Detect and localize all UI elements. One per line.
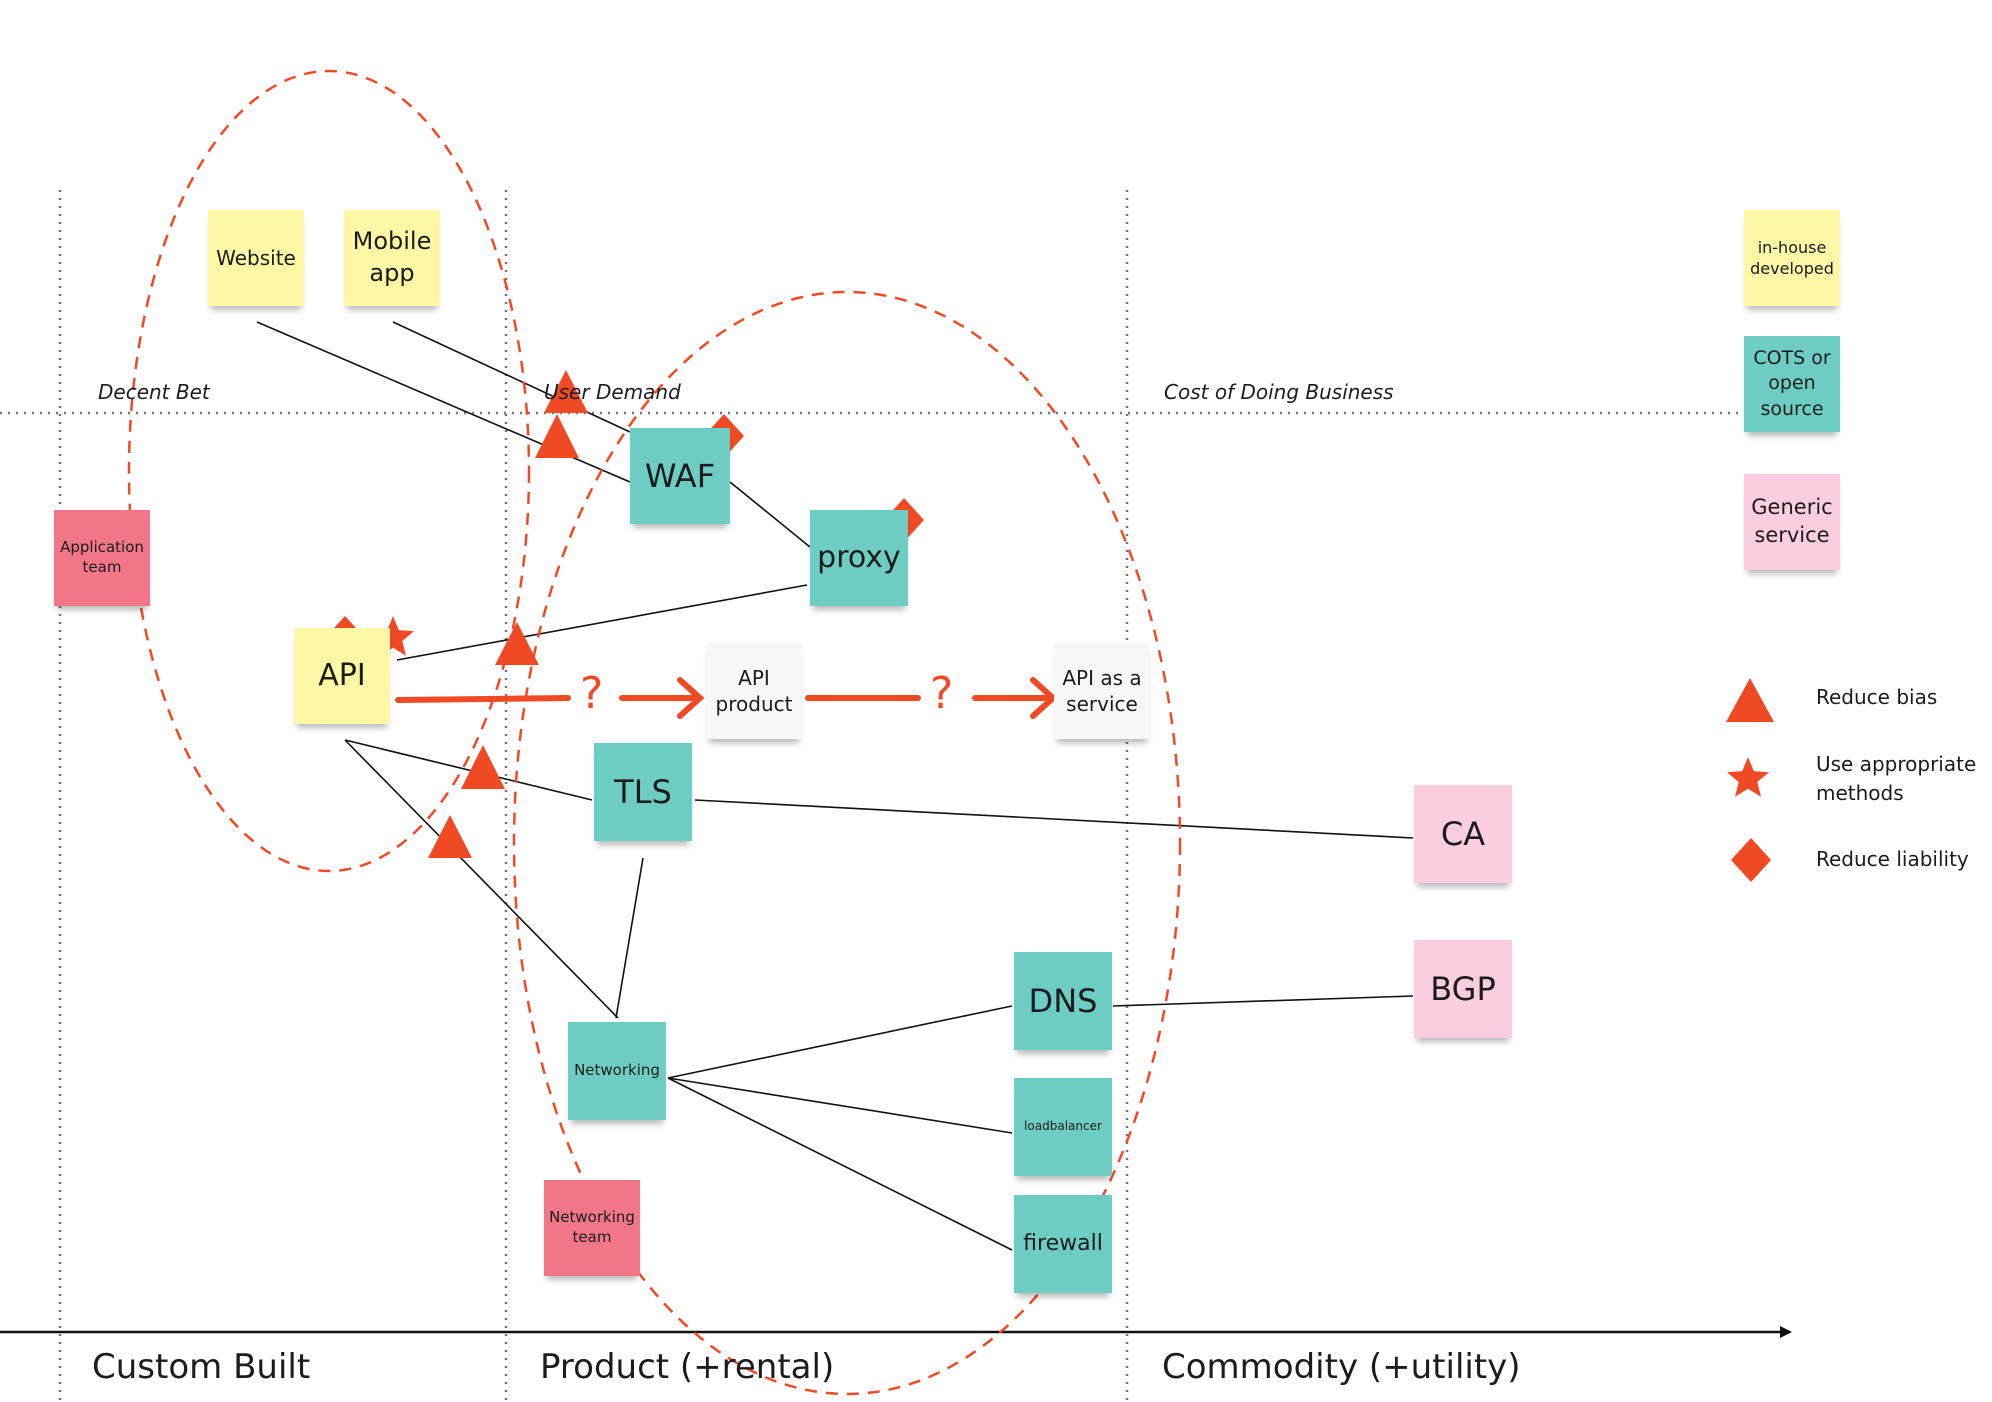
note-api[interactable]: API [294,628,390,724]
link-networking-dns [667,1005,1013,1079]
legend-label-appropriate-methods: Use appropriate methods [1816,752,1977,805]
link-api-tls [344,739,593,801]
note-mobile-app[interactable]: Mobile app [344,210,440,306]
note-waf[interactable]: WAF [630,428,730,524]
zone-label-user-demand: User Demand [544,380,681,404]
note-application-team[interactable]: Application team [54,510,150,606]
note-loadbalancer[interactable]: loadbalancer [1014,1078,1112,1176]
stage-label-commodity: Commodity (+utility) [1162,1347,1521,1387]
legend-label-reduce-liability: Reduce liability [1816,847,1969,871]
zone-label-decent-bet: Decent Bet [98,380,210,404]
link-dns-bgp [1112,995,1414,1007]
note-ca[interactable]: CA [1414,785,1512,883]
triangle-icon [1726,678,1774,722]
note-website[interactable]: Website [208,210,304,306]
link-tls-networking [615,857,644,1019]
link-networking-firewall [667,1077,1013,1251]
link-tls-ca [694,799,1414,839]
custom-scope-ellipse [127,69,531,873]
evolution-arrow-segment [395,695,571,703]
triangle-icon [428,815,472,858]
link-networking-loadbalancer [667,1077,1013,1134]
note-api-as-a-service[interactable]: API as a service [1054,643,1150,739]
note-firewall[interactable]: firewall [1014,1195,1112,1293]
note-proxy[interactable]: proxy [810,510,908,606]
evolution-arrow-head [677,677,705,719]
note-dns[interactable]: DNS [1014,952,1112,1050]
legend-generic: Generic service [1744,474,1840,570]
note-bgp[interactable]: BGP [1414,940,1512,1038]
link-api-networking [344,739,619,1019]
product-scope-ellipse [512,290,1182,1396]
link-api-proxy [396,584,808,661]
note-tls[interactable]: TLS [594,743,692,841]
legend-in-house: in-house developed [1744,210,1840,306]
triangle-icon [535,414,579,458]
triangle-icon [495,622,539,665]
stage-label-product: Product (+rental) [540,1347,835,1387]
note-api-product[interactable]: API product [706,643,802,739]
evolution-arrow-head [1030,677,1058,719]
evolution-question-mark: ? [930,668,954,719]
star-icon [1727,757,1769,797]
note-networking-team[interactable]: Networking team [544,1180,640,1276]
legend-cots: COTS or open source [1744,336,1840,432]
legend-label-reduce-bias: Reduce bias [1816,685,1938,709]
link-waf-proxy [729,481,811,548]
zone-label-cost-of-business: Cost of Doing Business [1164,380,1394,404]
triangle-icon [461,745,505,789]
stage-label-custom-built: Custom Built [92,1347,311,1387]
diamond-icon [1731,838,1771,882]
evolution-question-mark: ? [580,668,604,719]
note-networking[interactable]: Networking [568,1022,666,1120]
link-mobile-waf [392,321,631,433]
triangle-icon [544,370,588,413]
